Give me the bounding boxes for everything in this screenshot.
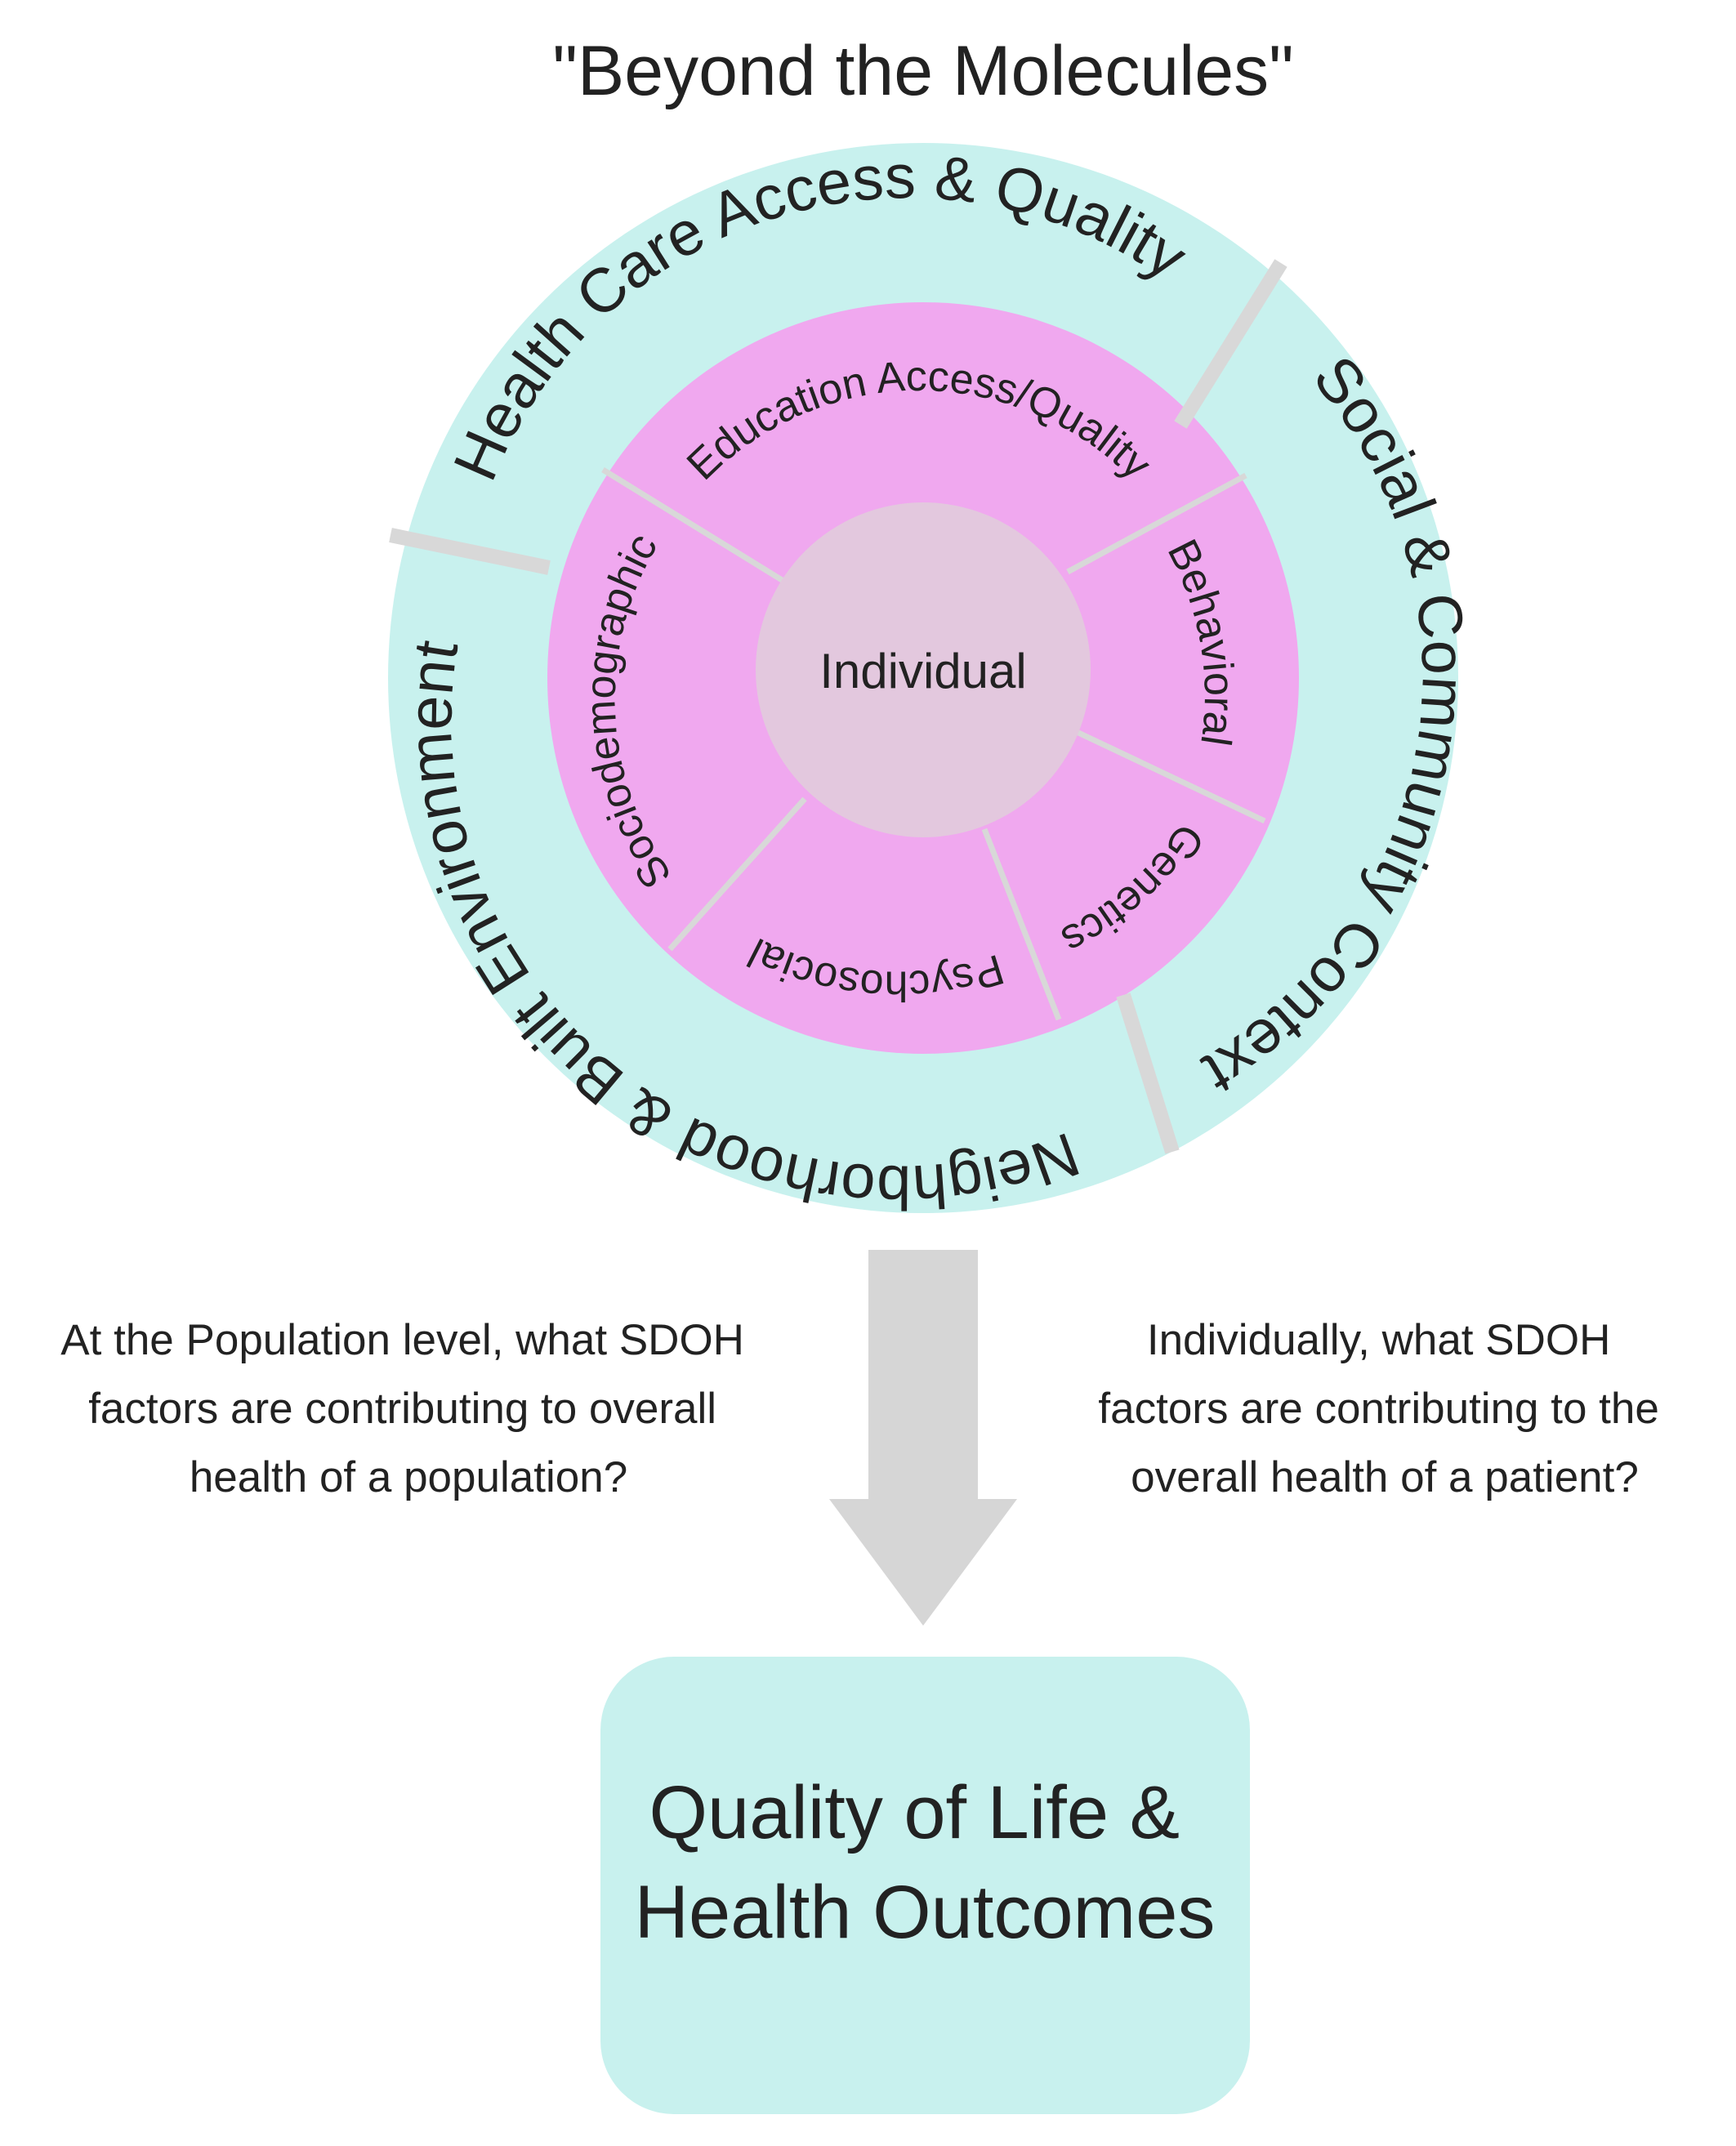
population-question: At the Population level, what SDOH facto…: [60, 1316, 756, 1501]
outcome-label-line: Health Outcomes: [635, 1871, 1216, 1954]
outer-divider: [1174, 259, 1287, 429]
population-question-line: At the Population level, what SDOH: [60, 1316, 744, 1364]
inner-divider: [601, 467, 788, 585]
down-arrow-icon: [829, 1250, 1017, 1626]
inner-divider: [667, 796, 807, 952]
outcome-box: [600, 1657, 1250, 2114]
core-label: Individual: [819, 644, 1027, 698]
outcome-label: Quality of Life & Health Outcomes: [635, 1771, 1216, 1954]
diagram-title: "Beyond the Molecules": [552, 32, 1293, 110]
individual-question-line: Individually, what SDOH: [1147, 1316, 1611, 1364]
individual-question-line: overall health of a patient?: [1131, 1453, 1639, 1501]
inner-divider: [1066, 472, 1247, 575]
core-circle: [756, 502, 1091, 837]
inner-divider: [981, 828, 1062, 1021]
population-question-line: health of a population?: [190, 1453, 627, 1501]
outcome-label-line: Quality of Life &: [649, 1771, 1180, 1854]
outer-divider: [389, 528, 551, 575]
individual-question-line: factors are contributing to the: [1098, 1385, 1658, 1433]
population-question-line: factors are contributing to overall: [88, 1385, 716, 1433]
outer-divider: [1116, 993, 1180, 1154]
individual-question: Individually, what SDOH factors are cont…: [1098, 1316, 1671, 1501]
inner-divider: [1075, 729, 1266, 824]
